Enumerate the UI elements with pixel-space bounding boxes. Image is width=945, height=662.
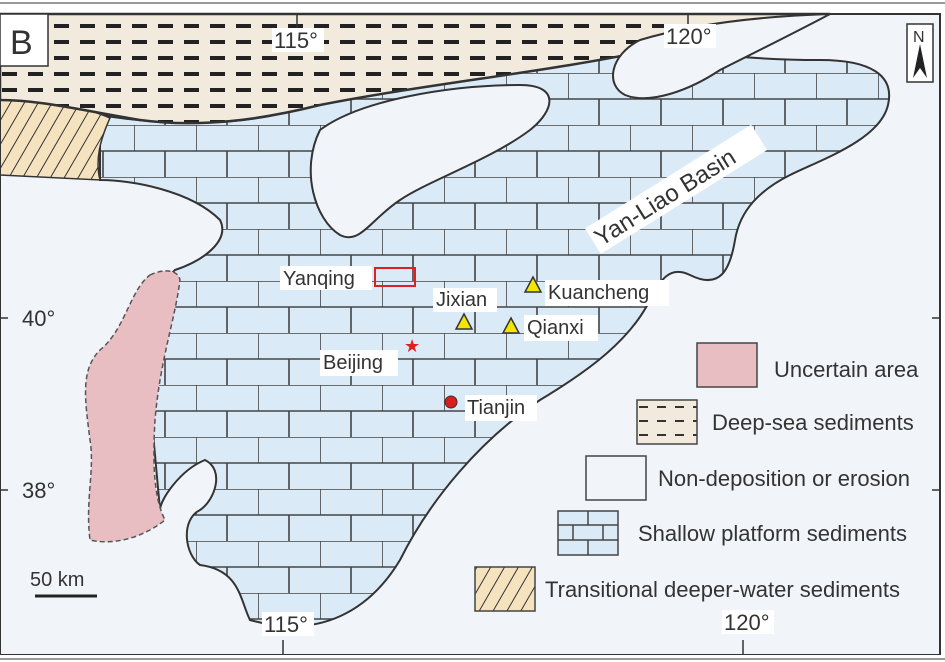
non-deposition-island-central [309,83,551,239]
longitude-115-bottom: 115° [264,612,308,637]
north-label: N [913,29,925,46]
scale-bar-label: 50 km [30,569,84,591]
legend-label: Transitional deeper-water sediments [545,577,900,602]
longitude-120-top: 120° [666,24,712,49]
place-label-jixian: Jixian [436,289,487,311]
legend-label: Deep-sea sediments [712,410,914,435]
legend-swatch-deep-sea [636,399,698,445]
qianxi-triangle-icon [501,316,521,334]
legend-label: Shallow platform sediments [638,521,907,546]
legend: Uncertain area Deep-sea sediments Non-de… [474,342,919,612]
kuancheng-triangle-icon [523,275,543,293]
legend-label: Non-deposition or erosion [658,466,910,491]
legend-swatch-non-deposition [585,455,647,501]
longitude-115-top: 115° [274,28,318,53]
latitude-38: 38° [22,478,55,503]
legend-swatch-transitional [474,566,536,612]
legend-label: Uncertain area [774,357,919,382]
place-label-tianjin: Tianjin [467,397,525,419]
latitude-40: 40° [22,306,55,331]
uncertain-area [84,270,181,543]
longitude-120-bottom: 120° [724,610,770,635]
panel-label: B [10,24,33,62]
place-label-qianxi: Qianxi [527,317,584,339]
north-arrow-icon: N [906,23,934,83]
legend-swatch-shallow-platform [557,510,619,556]
legend-swatch-uncertain [696,342,758,388]
yanqing-study-area-box [374,267,416,287]
tianjin-circle-icon [444,395,458,409]
jixian-triangle-icon [454,312,474,330]
beijing-star-icon: ★ [404,336,420,356]
place-label-yanqing: Yanqing [283,268,355,290]
place-label-beijing: Beijing [323,352,383,374]
place-label-kuancheng: Kuancheng [548,282,649,304]
